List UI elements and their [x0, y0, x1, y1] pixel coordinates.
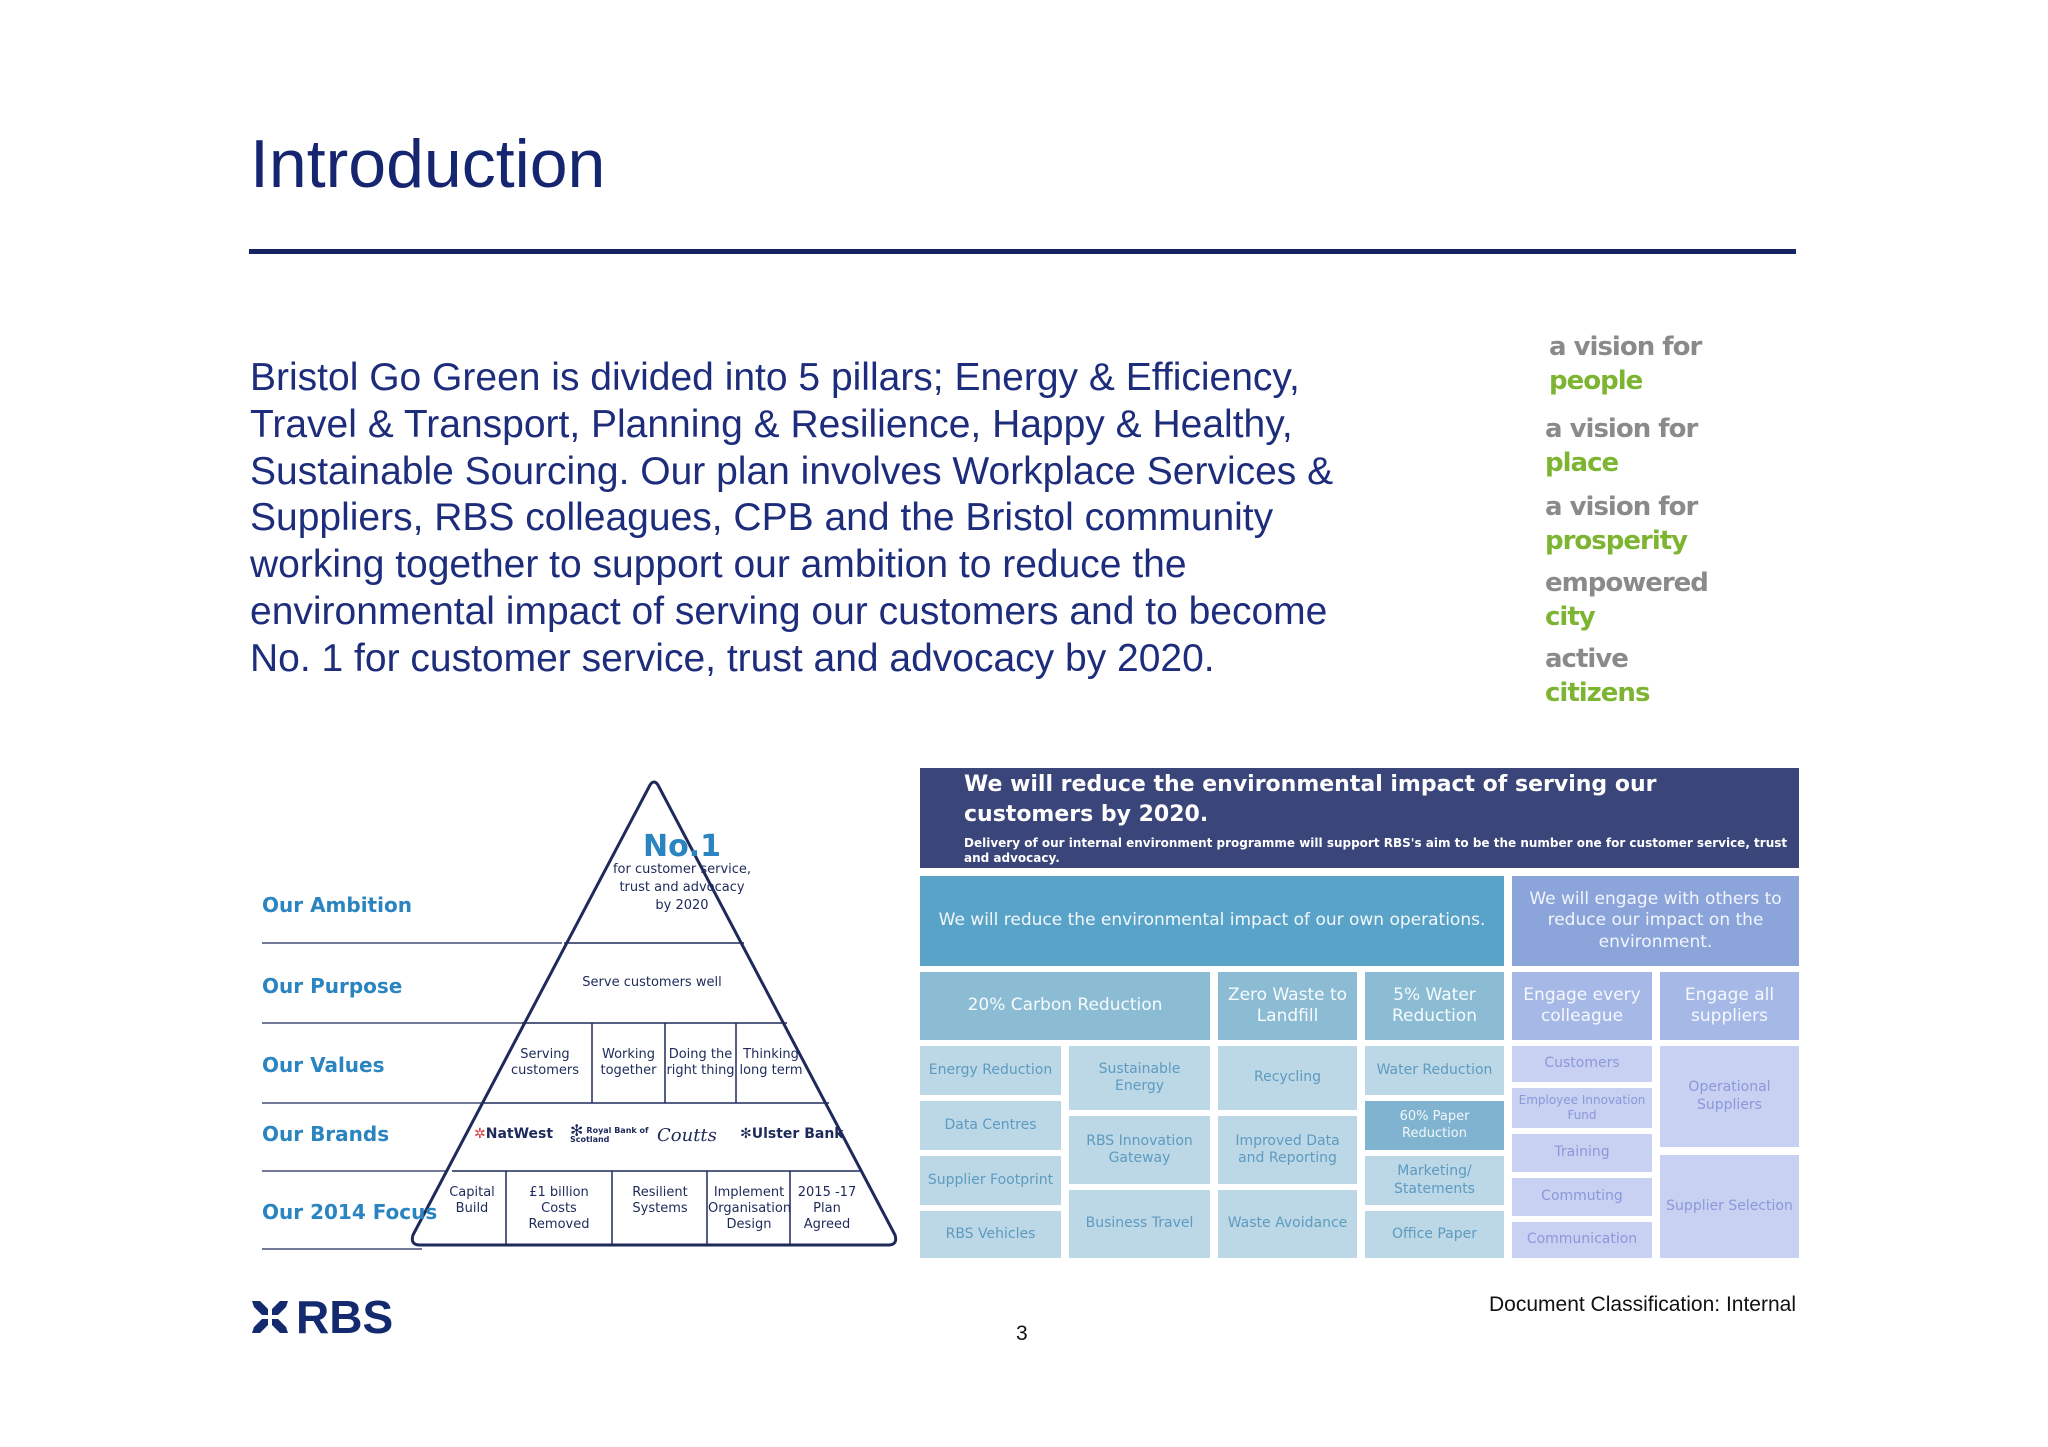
page-title: Introduction — [250, 126, 606, 202]
vision-item: active citizens — [1545, 642, 1650, 710]
value-item: Doing the right thing — [666, 1047, 735, 1078]
pillar-carbon: 20% Carbon Reduction — [920, 972, 1210, 1040]
grid-header-title: We will reduce the environmental impact … — [964, 772, 1657, 827]
grid-item: Energy Reduction — [920, 1046, 1061, 1095]
grid-item: Sustainable Energy — [1069, 1046, 1210, 1110]
rbs-daisy-logo-icon — [252, 1301, 288, 1333]
rbs-daisy-icon: ✻ — [570, 1121, 584, 1140]
grid-item: Water Reduction — [1365, 1046, 1504, 1095]
brand-rbs: ✻Royal Bank of Scotland — [570, 1121, 649, 1145]
vision-top: a vision for — [1545, 492, 1698, 522]
grid-item: Supplier Footprint — [920, 1156, 1061, 1205]
pyramid-row-purpose: Our Purpose — [262, 974, 403, 998]
vision-bottom: prosperity — [1545, 526, 1688, 556]
environment-grid: We will reduce the environmental impact … — [920, 768, 1799, 1258]
grid-item: Operational Suppliers — [1660, 1046, 1799, 1147]
brand-coutts: Coutts — [657, 1125, 717, 1146]
grid-item: Waste Avoidance — [1218, 1190, 1357, 1258]
pyramid-outline — [262, 780, 898, 1250]
grid-item: Business Travel — [1069, 1190, 1210, 1258]
grid-item: Improved Data and Reporting — [1218, 1116, 1357, 1184]
vision-item: empowered city — [1545, 566, 1709, 634]
focus-item: Capital Build — [449, 1185, 495, 1216]
pyramid-row-focus: Our 2014 Focus — [262, 1200, 438, 1224]
grid-header: We will reduce the environmental impact … — [920, 768, 1799, 868]
vision-bottom: city — [1545, 602, 1596, 632]
brand-ulster: ✻Ulster Bank — [740, 1126, 844, 1142]
vision-bottom: citizens — [1545, 678, 1650, 708]
natwest-icon: ✲ — [474, 1126, 486, 1142]
purpose-text: Serve customers well — [582, 975, 722, 990]
grid-item: Communication — [1512, 1222, 1652, 1258]
pillar-suppliers: Engage all suppliers — [1660, 972, 1799, 1040]
ulster-icon: ✻ — [740, 1126, 752, 1142]
strategy-pyramid: Our Ambition Our Purpose Our Values Our … — [262, 775, 902, 1255]
value-item: Thinking long term — [739, 1047, 803, 1078]
focus-item: 2015 -17 Plan Agreed — [797, 1185, 857, 1232]
grid-item: 60% Paper Reduction — [1365, 1101, 1504, 1150]
rbs-logo-text: RBS — [296, 1291, 394, 1343]
grid-item: Training — [1512, 1134, 1652, 1172]
grid-item: Commuting — [1512, 1178, 1652, 1216]
value-item: Working together — [600, 1047, 657, 1078]
title-divider — [249, 249, 1796, 254]
focus-item: Implement Organisation Design — [708, 1185, 792, 1232]
grid-item: Data Centres — [920, 1101, 1061, 1150]
vision-bottom: people — [1549, 366, 1643, 396]
no1-heading: No.1 — [643, 829, 721, 864]
vision-top: empowered — [1545, 568, 1709, 598]
pillar-waste: Zero Waste to Landfill — [1218, 972, 1357, 1040]
grid-item: Employee Innovation Fund — [1512, 1088, 1652, 1128]
vision-top: a vision for — [1545, 414, 1698, 444]
grid-item: Supplier Selection — [1660, 1155, 1799, 1258]
intro-paragraph: Bristol Go Green is divided into 5 pilla… — [250, 356, 1334, 680]
pyramid-row-values: Our Values — [262, 1053, 385, 1077]
vision-item: a vision for people — [1549, 330, 1702, 398]
no1-subtitle: for customer service, trust and advocacy… — [612, 862, 752, 913]
vision-item: a vision for place — [1545, 412, 1698, 480]
vision-bottom: place — [1545, 448, 1619, 478]
pyramid-row-brands: Our Brands — [262, 1122, 390, 1146]
rbs-logo: RBS — [250, 1290, 393, 1344]
document-classification: Document Classification: Internal — [1489, 1293, 1796, 1316]
value-item: Serving customers — [511, 1047, 579, 1078]
grid-item: Office Paper — [1365, 1211, 1504, 1258]
banner-own-operations: We will reduce the environmental impact … — [920, 876, 1504, 966]
page-number: 3 — [1016, 1322, 1028, 1345]
brand-natwest: ✲NatWest — [474, 1126, 554, 1142]
vision-top: active — [1545, 644, 1629, 674]
grid-item: RBS Vehicles — [920, 1211, 1061, 1258]
grid-item: Customers — [1512, 1046, 1652, 1082]
pillar-water: 5% Water Reduction — [1365, 972, 1504, 1040]
pillar-colleague: Engage every colleague — [1512, 972, 1652, 1040]
grid-header-subtitle: Delivery of our internal environment pro… — [964, 836, 1788, 865]
vision-top: a vision for — [1549, 332, 1702, 362]
grid-item: RBS Innovation Gateway — [1069, 1116, 1210, 1184]
vision-item: a vision for prosperity — [1545, 490, 1698, 558]
focus-item: £1 billion Costs Removed — [528, 1185, 590, 1232]
grid-item: Recycling — [1218, 1046, 1357, 1110]
focus-item: Resilient Systems — [632, 1185, 688, 1216]
pyramid-row-ambition: Our Ambition — [262, 893, 412, 917]
grid-item: Marketing/ Statements — [1365, 1156, 1504, 1205]
banner-engage-others: We will engage with others to reduce our… — [1512, 876, 1799, 966]
